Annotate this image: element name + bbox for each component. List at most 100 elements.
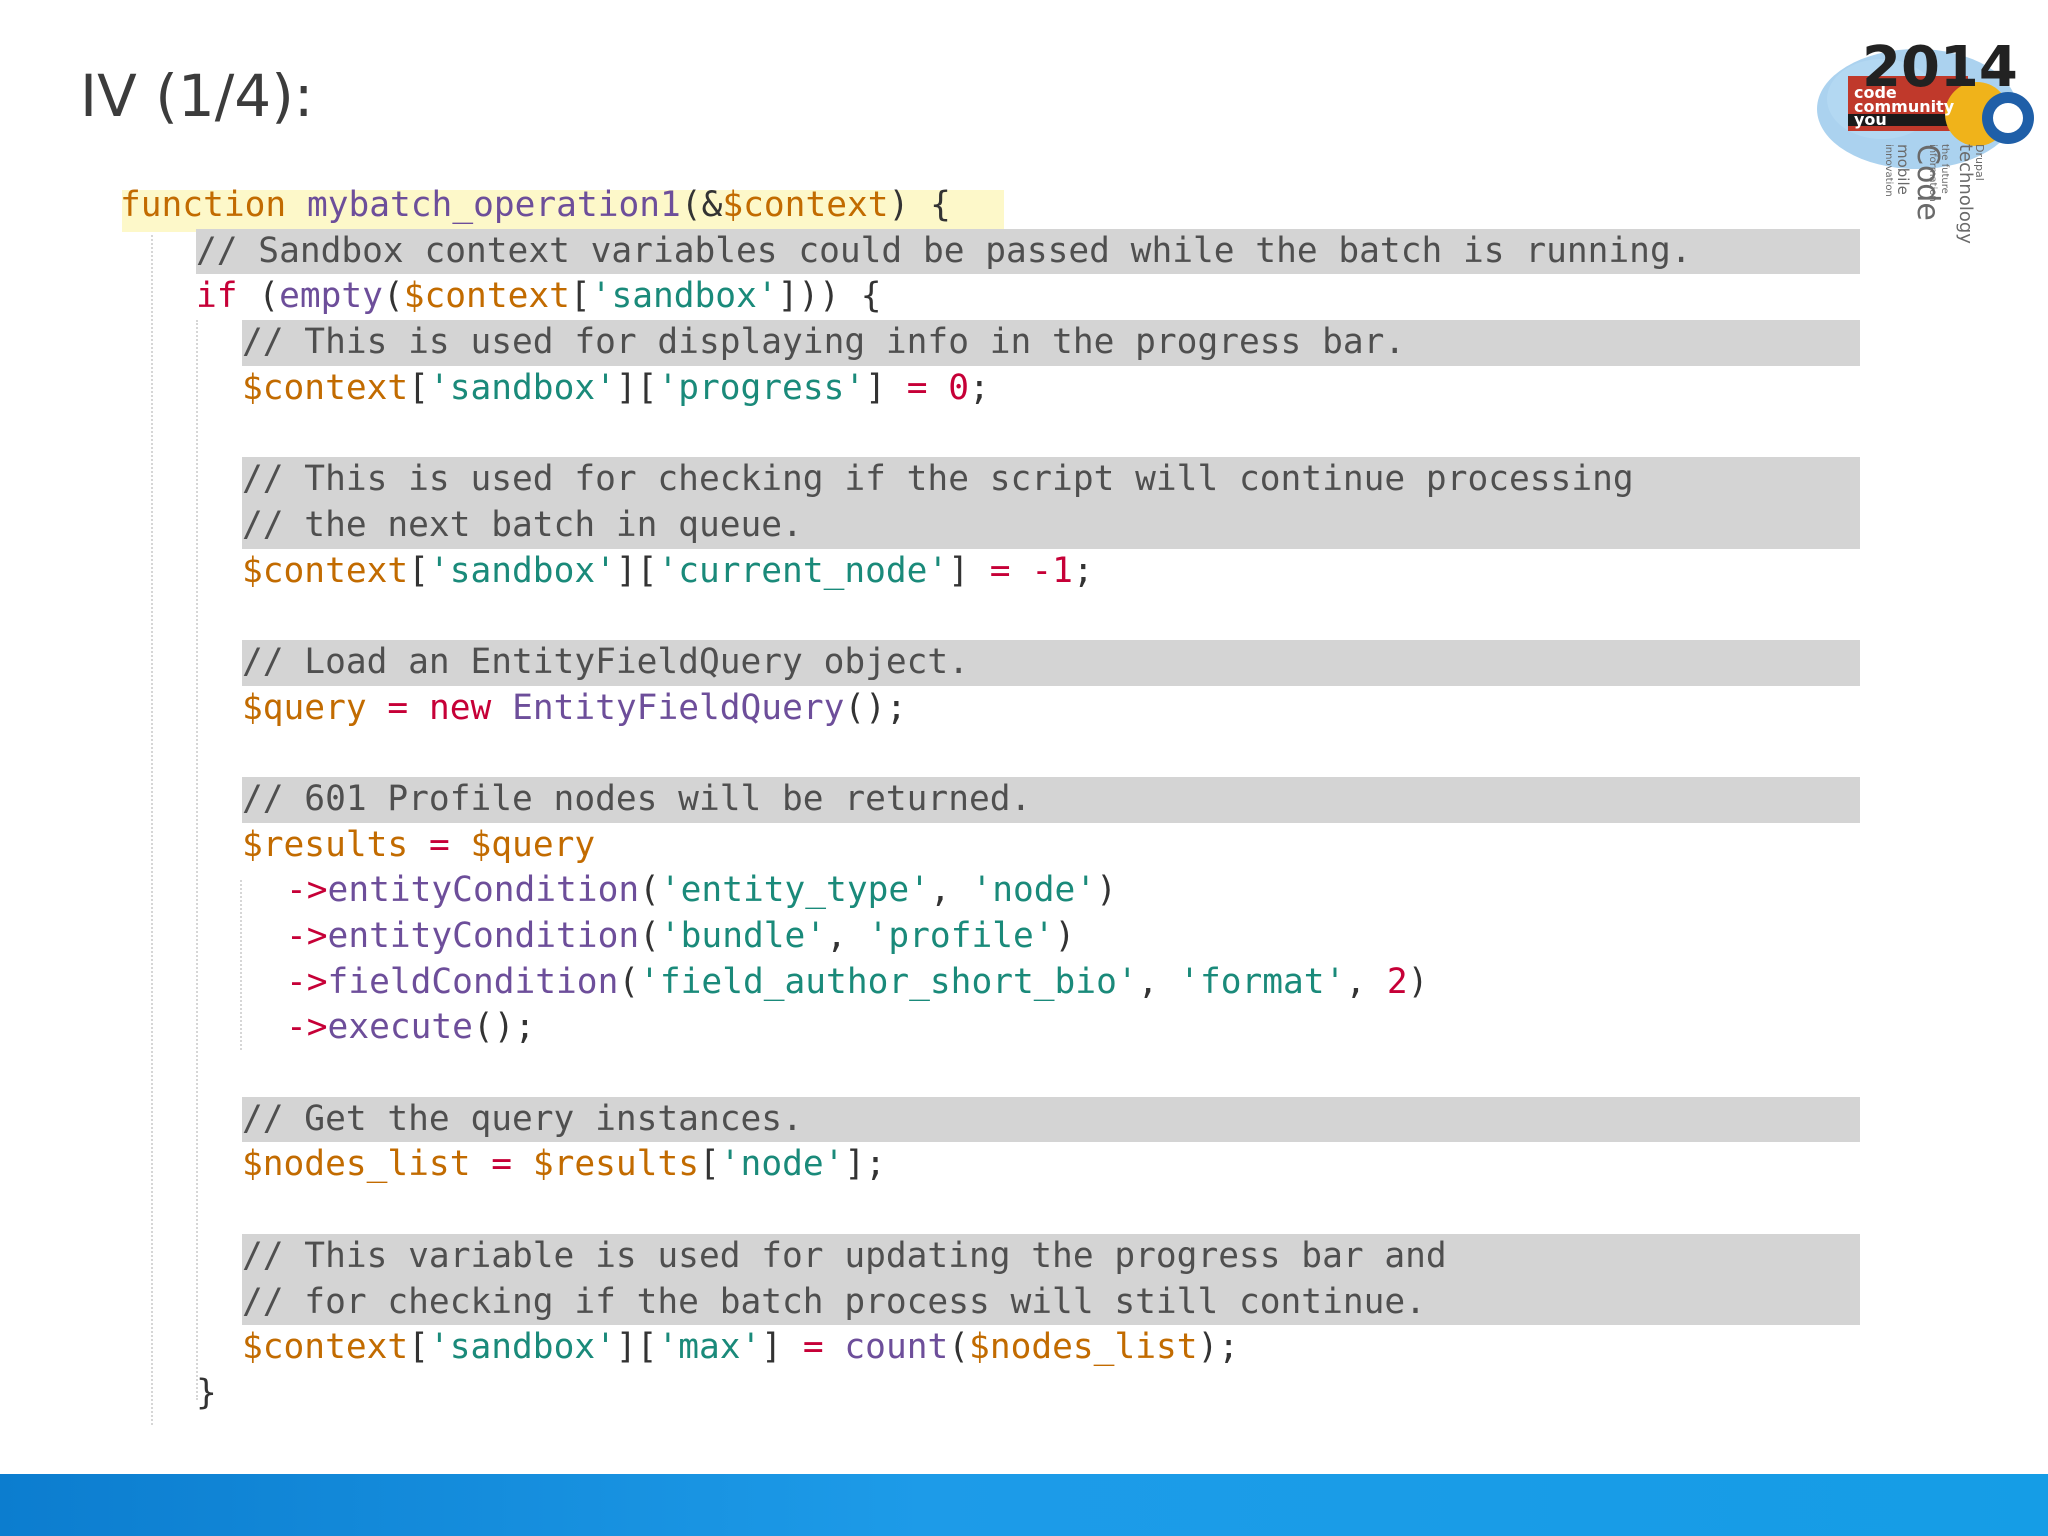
svg-text:Drupal: Drupal <box>1973 144 1986 181</box>
code-token: (& <box>680 185 723 225</box>
code-token: -> <box>286 1007 328 1048</box>
code-token: entityCondition <box>327 916 640 956</box>
code-token: 2 <box>1386 961 1408 1002</box>
svg-text:the future: the future <box>1939 144 1950 194</box>
code-token: [ <box>699 1144 720 1185</box>
code-token: 'node' <box>971 870 1097 911</box>
code-token: $context <box>242 550 409 591</box>
code-token: function <box>120 185 307 225</box>
code-token: execute <box>327 1007 473 1048</box>
svg-text:community: community <box>1854 97 1955 116</box>
code-token: ; <box>1072 550 1094 591</box>
code-token: $context <box>242 367 409 408</box>
code-token: EntityFieldQuery <box>512 687 845 728</box>
code-line: $context['sandbox']['max'] = count($node… <box>120 1325 1860 1371</box>
code-token: ) <box>1054 916 1076 956</box>
code-block: function mybatch_operation1(&$context) {… <box>120 183 1860 1417</box>
code-token: [ <box>408 1327 429 1368</box>
code-token: ) <box>1096 870 1117 911</box>
code-token <box>367 688 388 728</box>
function-signature-highlight <box>122 190 1004 232</box>
code-token: fieldCondition <box>327 961 619 1002</box>
code-token: count <box>844 1327 949 1368</box>
code-token: // Sandbox context variables could be pa… <box>196 228 1860 275</box>
code-token: ( <box>258 276 280 317</box>
indent-guide <box>151 230 153 1425</box>
code-token: (); <box>844 687 907 728</box>
code-token <box>408 825 429 865</box>
code-token: -1 <box>1031 550 1073 591</box>
code-comment-line: // the next batch in queue. <box>120 502 1860 549</box>
drupalcamp-2014-logo: 2014 code community you innovation mobil… <box>1812 14 2042 276</box>
code-token: mybatch_operation1 <box>306 185 681 225</box>
code-token: 'progress' <box>657 367 866 408</box>
code-token: $context <box>403 276 570 317</box>
svg-text:you: you <box>1854 110 1887 129</box>
code-token: 'node' <box>719 1144 845 1185</box>
code-token: 'field_author_short_bio' <box>639 961 1138 1002</box>
code-comment-line: // This variable is used for updating th… <box>120 1233 1860 1280</box>
code-token: ] <box>865 367 907 408</box>
code-line: $context['sandbox']['current_node'] = -1… <box>120 549 1860 595</box>
code-line: $nodes_list = $results['node']; <box>120 1142 1860 1188</box>
code-line: if (empty($context['sandbox'])) { <box>120 274 1860 320</box>
code-token: 'profile' <box>867 916 1055 956</box>
code-token <box>470 1144 491 1184</box>
code-token: 'entity_type' <box>659 870 930 911</box>
code-token: $nodes_list <box>969 1327 1198 1368</box>
code-line: } <box>120 1371 1860 1417</box>
code-token: 'format' <box>1179 961 1346 1002</box>
code-token: ][ <box>615 367 658 408</box>
code-token: // the next batch in queue. <box>242 502 1860 549</box>
code-token: // This is used for checking if the scri… <box>242 457 1860 503</box>
code-line <box>120 1051 1860 1097</box>
code-token <box>408 688 429 728</box>
code-token: ( <box>639 870 660 911</box>
code-token: $query <box>470 824 596 865</box>
code-comment-line: // for checking if the batch process wil… <box>120 1279 1860 1326</box>
code-token <box>1011 551 1032 591</box>
code-line <box>120 594 1860 640</box>
code-token: -> <box>286 961 328 1002</box>
svg-text:mobile: mobile <box>1894 144 1912 195</box>
code-token <box>824 1327 845 1367</box>
code-token: $context <box>242 1327 409 1368</box>
code-comment-line: // This is used for displaying info in t… <box>120 320 1860 366</box>
code-token: ]; <box>844 1144 886 1185</box>
code-comment-line: // Sandbox context variables could be pa… <box>120 228 1860 275</box>
code-token: , <box>929 870 972 911</box>
code-token: = <box>802 1327 824 1368</box>
code-token: 'bundle' <box>659 916 827 956</box>
code-line: $query = new EntityFieldQuery(); <box>120 686 1860 732</box>
indent-guide <box>240 880 242 1050</box>
code-token: 'current_node' <box>657 550 949 591</box>
svg-text:code: code <box>1854 83 1897 102</box>
code-token: // This variable is used for updating th… <box>242 1233 1860 1280</box>
code-token: $nodes_list <box>242 1144 471 1185</box>
code-token: (); <box>472 1007 536 1048</box>
code-token: $results <box>242 824 409 865</box>
code-token: = <box>906 367 928 408</box>
code-token: $context <box>722 185 889 225</box>
svg-text:technology: technology <box>1955 144 1976 244</box>
code-token: -> <box>286 870 328 911</box>
code-token: // Get the query instances. <box>242 1096 1860 1143</box>
svg-text:innovation: innovation <box>1883 144 1894 197</box>
code-token: = <box>491 1144 513 1185</box>
indent-guide <box>196 320 198 1400</box>
code-line: ->entityCondition('bundle', 'profile') <box>120 914 1860 960</box>
code-token: 'sandbox' <box>428 367 616 408</box>
code-comment-line: // Get the query instances. <box>120 1096 1860 1143</box>
code-token: , <box>826 916 868 956</box>
code-token: ( <box>382 276 404 317</box>
code-token: = <box>428 824 450 865</box>
code-token: 'sandbox' <box>428 550 616 591</box>
code-line: ->fieldCondition('field_author_short_bio… <box>120 960 1860 1006</box>
code-token: // 601 Profile nodes will be returned. <box>242 776 1860 823</box>
code-token: ( <box>948 1327 970 1368</box>
code-line: $results = $query <box>120 823 1860 869</box>
code-token: [ <box>569 276 591 317</box>
code-token: entityCondition <box>327 870 640 911</box>
code-token: = <box>989 550 1011 591</box>
code-token <box>927 368 948 408</box>
